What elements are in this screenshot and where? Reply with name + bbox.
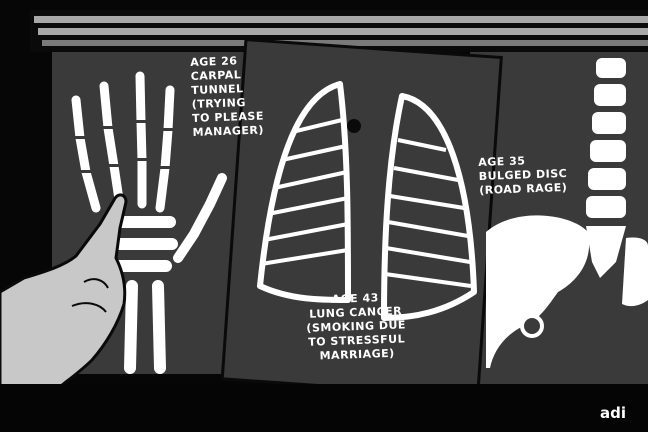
floor-shadow (0, 384, 648, 432)
hand-joints (70, 120, 178, 173)
caption-lungs: AGE 43 LUNG CANCER (SMOKING DUE TO STRES… (300, 290, 412, 364)
pelvis (486, 215, 648, 368)
pointing-hand (0, 193, 128, 410)
caption-hand: AGE 26 CARPAL TUNNEL (TRYING TO PLEASE M… (190, 53, 283, 140)
lung-left (257, 81, 361, 303)
tumor-spot (347, 119, 361, 133)
lung-right (381, 93, 477, 321)
artist-signature: adi (600, 404, 627, 422)
hand-bones (71, 71, 227, 374)
spine (586, 58, 626, 278)
caption-spine: AGE 35 BULGED DISC (ROAD RAGE) (478, 152, 599, 198)
